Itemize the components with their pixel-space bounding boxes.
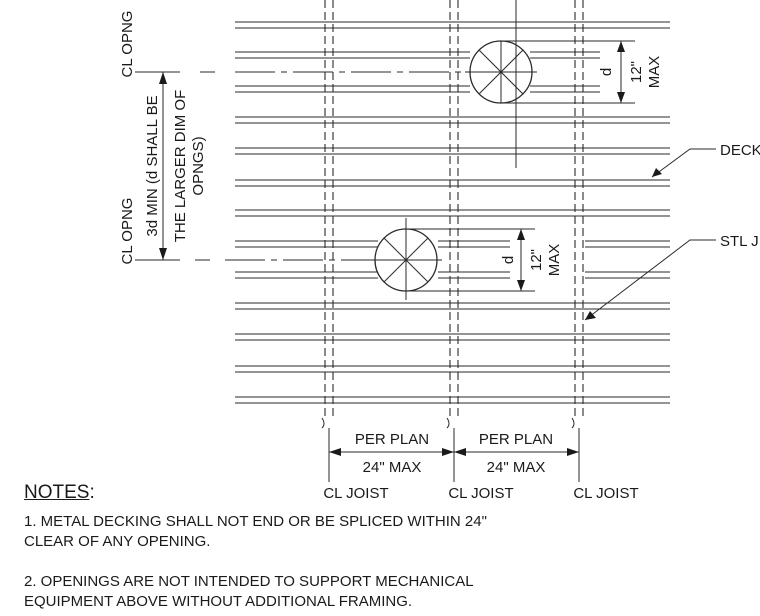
d-label-upper: d — [598, 68, 615, 76]
note-2-line-1: 2. OPENINGS ARE NOT INTENDED TO SUPPORT … — [24, 573, 474, 590]
opening-size-dimension-lower — [517, 229, 525, 291]
min-spacing-text-1: 3d MIN (d SHALL BE — [144, 95, 161, 236]
note-1-line-1: 1. METAL DECKING SHALL NOT END OR BE SPL… — [24, 513, 487, 530]
cl-joist-label: CL JOIST — [573, 485, 638, 502]
opening-size-dimension-upper — [617, 41, 625, 103]
note-2-line-2: EQUIPMENT ABOVE WITHOUT ADDITIONAL FRAMI… — [24, 593, 413, 610]
size-label-lower: 12" — [528, 249, 545, 271]
note-1-line-2: CLEAR OF ANY OPENING. — [24, 533, 211, 550]
per-plan-label-right: PER PLAN — [479, 431, 553, 448]
min-spacing-text-3: OPNGS) — [190, 136, 207, 195]
cl-joist-label: CL JOIST — [323, 485, 388, 502]
joist-leader — [584, 239, 716, 321]
notes-title: NOTES — [24, 482, 90, 503]
notes-heading: NOTES: — [24, 482, 744, 504]
d-label-lower: d — [500, 256, 517, 264]
cl-joist-label: CL JOIST — [448, 485, 513, 502]
steel-joists — [324, 0, 584, 420]
opening-mask — [418, 36, 670, 104]
break-symbol — [571, 417, 575, 429]
opening-lower — [370, 218, 442, 300]
joist-spacing-dimension — [328, 428, 580, 482]
max-label-upper: MAX — [646, 56, 663, 89]
max-label-lower: MAX — [546, 244, 563, 277]
size-label-upper: 12" — [628, 61, 645, 83]
opening-ribs — [235, 40, 635, 292]
opening-upper — [465, 0, 537, 168]
leaders — [584, 148, 716, 321]
cl-opng-label-lower: CL OPNG — [119, 198, 136, 265]
joist-breaks — [321, 417, 575, 429]
deck-callout: DECK — [720, 142, 760, 159]
min-spacing-dimension — [159, 72, 167, 260]
stl-joist-callout: STL J — [720, 233, 759, 250]
notes-block: NOTES: 1. METAL DECKING SHALL NOT END OR… — [24, 482, 744, 612]
cl-opng-label-upper: CL OPNG — [119, 11, 136, 78]
per-plan-label-left: PER PLAN — [355, 431, 429, 448]
break-symbol — [321, 417, 325, 429]
min-spacing-text-2: THE LARGER DIM OF — [172, 90, 189, 243]
spacing-max-label-right: 24" MAX — [487, 459, 546, 476]
deck-leader — [651, 148, 716, 178]
opening-centerlines — [135, 71, 470, 261]
spacing-max-label-left: 24" MAX — [363, 459, 422, 476]
break-symbol — [446, 417, 450, 429]
notes-title-colon: : — [89, 482, 95, 503]
